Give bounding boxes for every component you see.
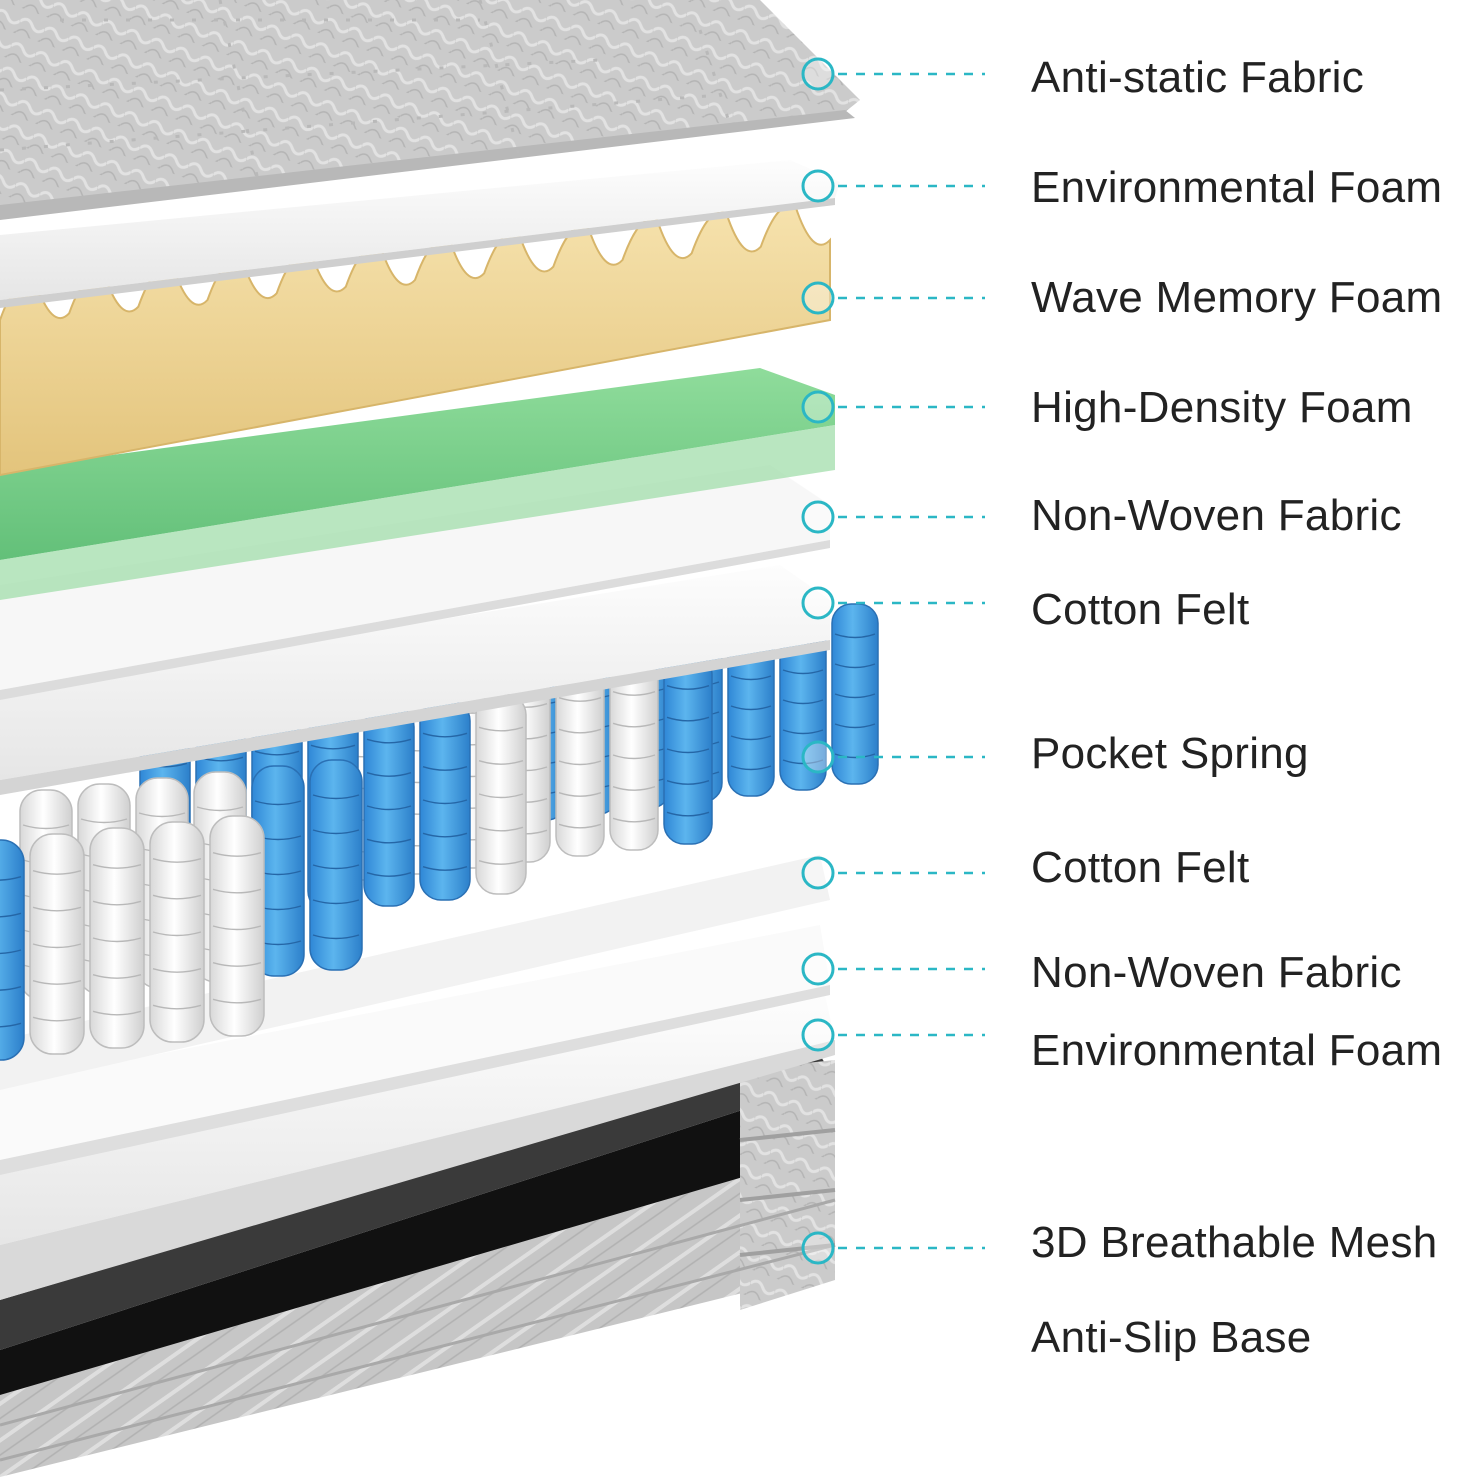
- non-woven-fabric-bottom-layer: [0, 925, 830, 1175]
- marker-high-density-foam: [801, 390, 835, 424]
- environmental-foam-bottom-layer: [0, 995, 835, 1300]
- pocket-spring-coil: [363, 705, 415, 907]
- pocket-spring-coil: [609, 659, 659, 851]
- marker-environmental-foam-bottom: [801, 1018, 835, 1052]
- label-cotton-felt-top: Cotton Felt: [1031, 585, 1250, 634]
- label-environmental-foam-top: Environmental Foam: [1031, 163, 1443, 212]
- label-3d-breathable-mesh: 3D Breathable Mesh: [1031, 1218, 1438, 1267]
- non-woven-fabric-top-layer: [0, 465, 830, 700]
- wave-memory-foam-layer: [0, 204, 831, 477]
- pocket-spring-coil: [309, 759, 363, 971]
- pocket-spring-coil: [555, 665, 605, 857]
- label-environmental-foam-bottom: Environmental Foam: [1031, 1026, 1443, 1075]
- pocket-spring-coil: [29, 833, 85, 1055]
- pocket-spring-coil: [251, 765, 305, 977]
- pocket-spring-coil: [0, 839, 25, 1061]
- label-high-density-foam: High-Density Foam: [1031, 383, 1413, 432]
- marker-non-woven-fabric-bottom: [801, 952, 835, 986]
- pocket-spring-coil: [831, 603, 879, 785]
- pocket-spring-coil: [209, 815, 265, 1037]
- pocket-spring-coil: [89, 827, 145, 1049]
- pocket-spring-coil: [663, 653, 713, 845]
- marker-non-woven-fabric-top: [801, 500, 835, 534]
- pocket-spring-coil: [475, 693, 527, 895]
- label-pocket-spring: Pocket Spring: [1031, 729, 1309, 778]
- marker-cotton-felt-bottom: [801, 856, 835, 890]
- marker-pocket-spring: [801, 740, 835, 774]
- label-anti-static-fabric: Anti-static Fabric: [1031, 53, 1365, 102]
- cotton-felt-top-layer: [0, 565, 830, 795]
- pocket-spring-coil: [419, 699, 471, 901]
- marker-cotton-felt-top: [801, 586, 835, 620]
- label-anti-slip-base: Anti-Slip Base: [1031, 1313, 1312, 1362]
- marker-anti-static-fabric: [801, 57, 835, 91]
- label-non-woven-fabric-bottom: Non-Woven Fabric: [1031, 948, 1402, 997]
- marker-3d-breathable-mesh: [801, 1231, 835, 1265]
- pocket-spring-layer: [0, 603, 879, 1061]
- high-density-foam-layer: [0, 368, 835, 600]
- label-wave-memory-foam: Wave Memory Foam: [1031, 273, 1443, 322]
- pocket-spring-coil: [149, 821, 205, 1043]
- cotton-felt-bottom-layer: [0, 855, 830, 1090]
- marker-environmental-foam-top: [801, 169, 835, 203]
- label-non-woven-fabric-top: Non-Woven Fabric: [1031, 491, 1402, 540]
- label-cotton-felt-bottom: Cotton Felt: [1031, 843, 1250, 892]
- anti-static-fabric-layer: [0, 0, 860, 220]
- leader-lines: [801, 57, 985, 1265]
- environmental-foam-top-layer: [0, 160, 840, 308]
- marker-wave-memory-foam: [801, 281, 835, 315]
- base-layer: [0, 1055, 836, 1477]
